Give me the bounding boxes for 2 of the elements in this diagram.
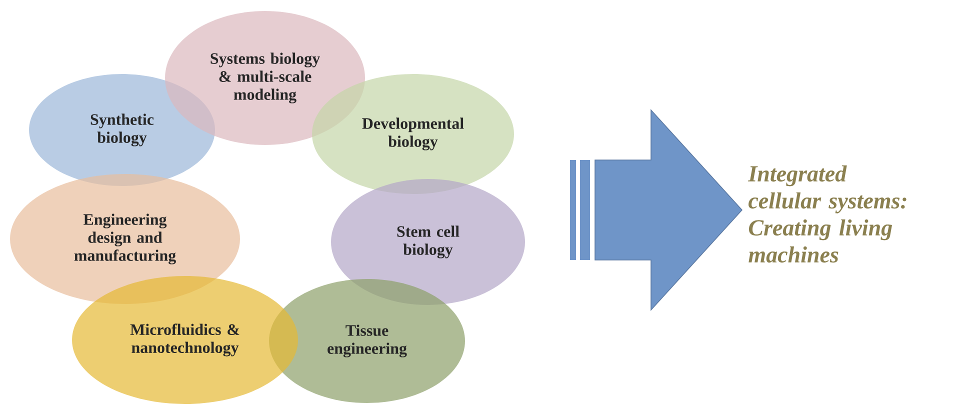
block-arrow bbox=[570, 108, 743, 312]
result-text: Integrated cellular systems: Creating living machines bbox=[748, 165, 906, 263]
